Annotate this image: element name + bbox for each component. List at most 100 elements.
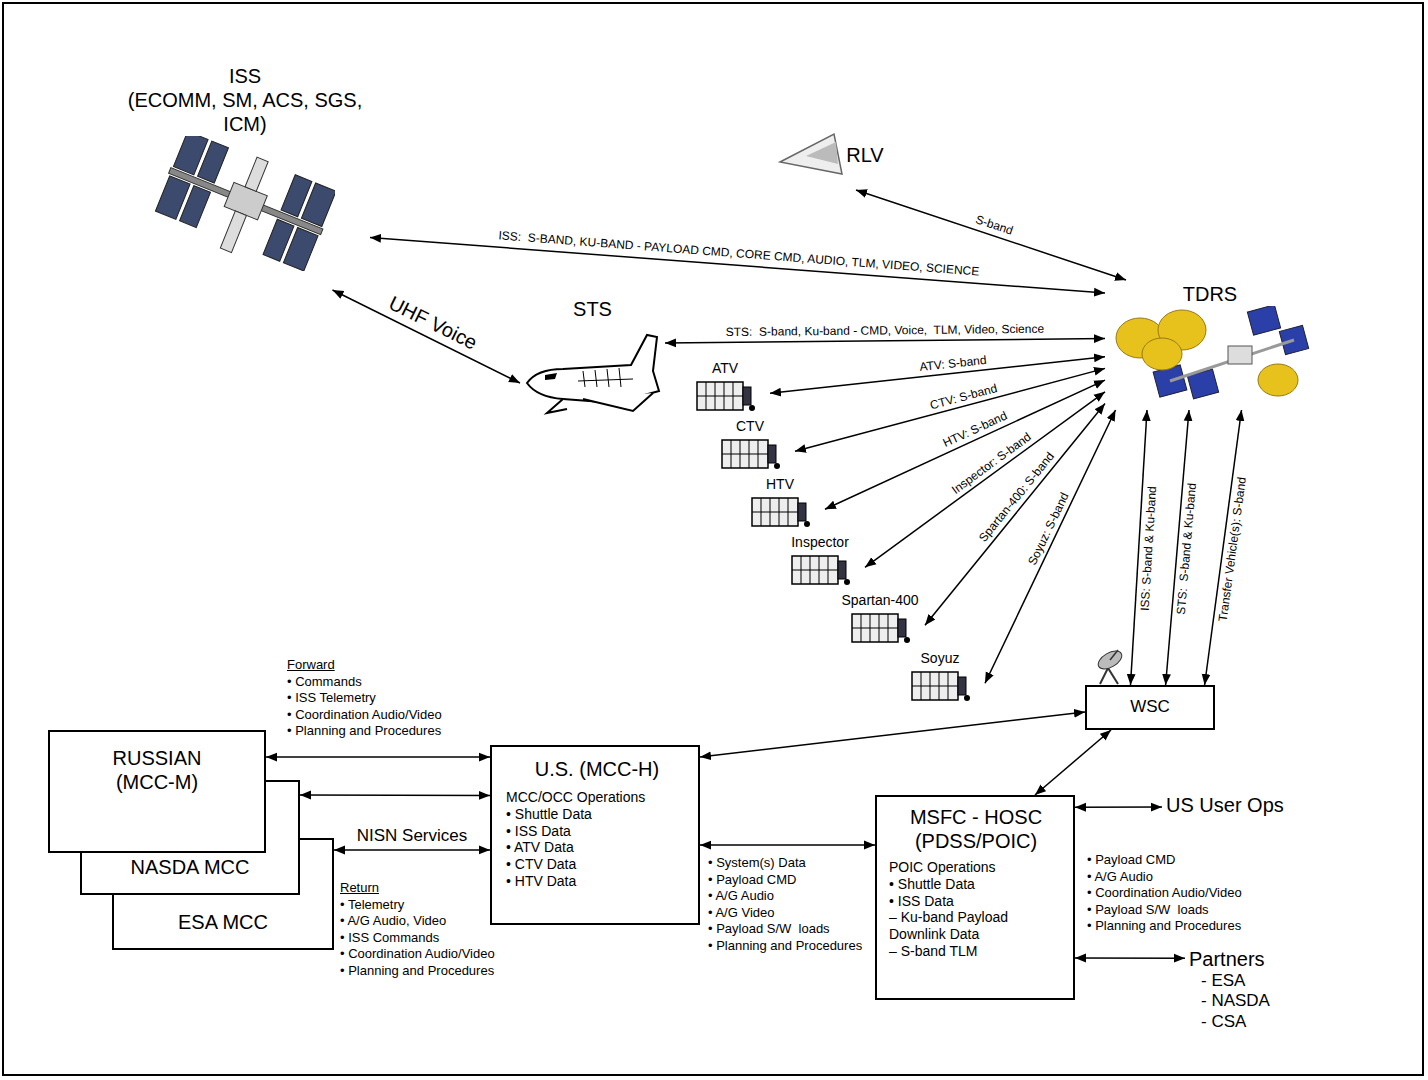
vehicle-node: Spartan-400 — [835, 590, 925, 649]
list-item: • Payload S/W loads — [1087, 902, 1209, 918]
drawing-part — [283, 228, 318, 271]
drawing-part — [898, 619, 906, 637]
control-center-box: RUSSIAN (MCC-M) — [48, 730, 266, 853]
drawing-part — [697, 382, 743, 410]
node-title: CTV — [736, 418, 764, 435]
list-item: • Payload CMD — [1087, 852, 1175, 868]
drawing-part — [697, 395, 743, 396]
drawing-part — [527, 335, 659, 403]
ground-antenna — [1095, 647, 1125, 684]
connector — [865, 392, 1105, 567]
connector — [925, 404, 1105, 626]
node-text: MCC/OCC Operations — [506, 789, 688, 806]
node-title: Inspector — [791, 534, 849, 551]
node-title: TDRS — [1183, 282, 1237, 306]
drawing-part — [224, 182, 267, 220]
drawing-part — [619, 368, 621, 387]
drawing-part — [722, 440, 768, 468]
drawing-part — [198, 141, 229, 183]
drawing-part — [719, 435, 781, 473]
vehicle-node: Inspector — [775, 532, 865, 591]
list-item: • Planning and Procedures — [708, 938, 870, 954]
drawing-part — [1258, 364, 1298, 396]
node-text: - ESA — [1201, 971, 1291, 991]
drawing-part — [780, 134, 842, 174]
list-item: • Planning and Procedures — [1087, 918, 1241, 934]
connector — [1075, 806, 1162, 808]
list-item: • Coordination Audio/Video — [287, 707, 442, 723]
drawing-part — [722, 453, 768, 454]
vehicle-node: Soyuz — [895, 648, 985, 707]
connector — [334, 849, 490, 851]
satellite-node: TDRS — [1105, 280, 1315, 410]
list-item: • A/G Audio, Video — [340, 913, 446, 929]
drawing-part — [774, 463, 780, 469]
drawing-part — [1095, 647, 1125, 672]
list-item: • ISS Telemetry — [287, 690, 376, 706]
node-text: • ATV Data — [506, 839, 688, 856]
list-heading: Return — [340, 880, 379, 896]
edge-label: STS: S-band & Ku-band — [1175, 480, 1200, 617]
node-text: - NASDA — [1201, 991, 1291, 1011]
edge-label: Soyuz: S-band — [1025, 489, 1073, 569]
node-text: – S-band TLM — [889, 943, 1063, 960]
node-text: – Ku-band Payload Downlink Data — [889, 909, 1063, 943]
node-title: NASDA MCC — [92, 855, 288, 879]
node-text: • ISS Data — [889, 893, 1063, 910]
node-text: • HTV Data — [506, 873, 688, 890]
node-text: (ECOMM, SM, ACS, SGS, ICM) — [122, 88, 368, 136]
edge-label: NISN Services — [355, 827, 470, 846]
drawing-part — [852, 627, 898, 628]
list-item: • A/G Video — [708, 905, 870, 921]
edge-label: STS: S-band, Ku-band - CMD, Voice, TLM, … — [724, 322, 1046, 339]
drawing-part — [607, 369, 609, 387]
node-title: STS — [573, 297, 612, 321]
drawing-part — [909, 667, 971, 705]
node-text: • CTV Data — [506, 856, 688, 873]
shuttle-node: STS — [520, 295, 665, 455]
drawing-part — [1110, 306, 1310, 401]
drawing-part — [155, 136, 335, 271]
drawing-part — [852, 614, 898, 642]
drawing-part — [1108, 668, 1118, 684]
drawing-part — [838, 561, 846, 579]
connector — [370, 238, 1105, 293]
drawing-part — [768, 445, 776, 463]
edge-label: ATV: S-band — [917, 354, 989, 375]
node-title: U.S. (MCC-H) — [506, 757, 688, 781]
list-item: • Commands — [287, 674, 362, 690]
connector — [1035, 730, 1111, 795]
node-text: • Shuttle Data — [506, 806, 688, 823]
edge-label: S-band — [972, 213, 1017, 239]
connector — [300, 794, 490, 796]
drawing-part — [245, 157, 268, 191]
station-node: ISS(ECOMM, SM, ACS, SGS, ICM) — [120, 62, 370, 290]
drawing-part — [776, 128, 846, 183]
node-title: ESA MCC — [124, 910, 322, 934]
drawing-part — [743, 387, 751, 405]
drawing-part — [806, 142, 838, 164]
operations-center-box: MSFC - HOSC (PDSS/POIC)POIC Operations• … — [875, 795, 1075, 1000]
drawing-part — [912, 672, 958, 700]
drawing-part — [1142, 338, 1182, 370]
drawing-part — [792, 556, 838, 584]
list-item: • Payload S/W loads — [708, 921, 870, 937]
drawing-part — [1100, 668, 1108, 684]
edge-label: Transfer Vehicle(s): S-band — [1216, 474, 1249, 624]
drawing-part — [789, 551, 851, 589]
drawing-part — [752, 498, 798, 526]
vehicle-node: ATV — [680, 358, 770, 417]
drawing-part — [523, 321, 663, 421]
drawing-part — [804, 521, 810, 527]
edge-label: HTV: S-band — [939, 409, 1011, 452]
drawing-part — [1228, 346, 1252, 364]
drawing-part — [904, 637, 910, 643]
node-title: ATV — [712, 360, 738, 377]
drawing-part — [912, 685, 958, 686]
drawing-part — [301, 183, 335, 226]
drawing-part — [595, 370, 597, 387]
list-item: • Coordination Audio/Video — [1087, 885, 1242, 901]
drawing-part — [694, 377, 756, 415]
drawing-part — [1110, 650, 1118, 660]
